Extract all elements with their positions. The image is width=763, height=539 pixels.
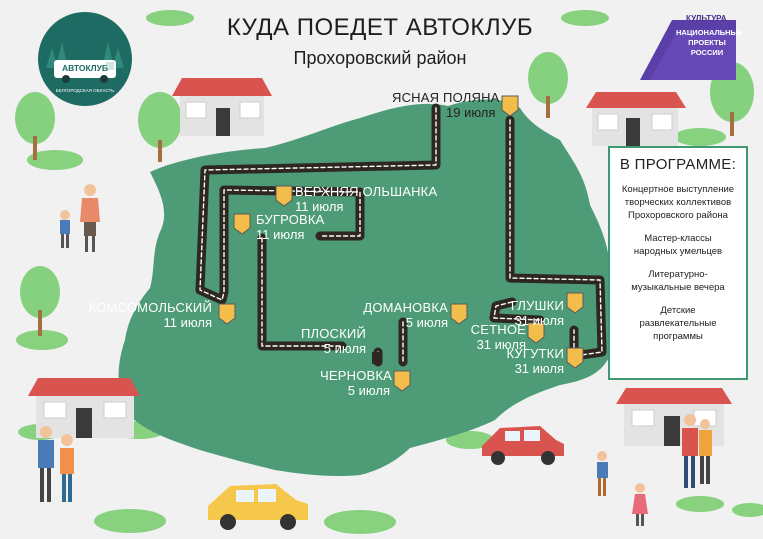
badge-text: КУЛЬТУРА НАЦИОНАЛЬНЫЕ ПРОЕКТЫ РОССИИ (636, 12, 743, 92)
page-title: КУДА ПОЕДЕТ АВТОКЛУБ (226, 14, 534, 41)
place-setnoe[interactable]: СЕТНОЕ 31 июля (470, 322, 526, 352)
map-pin-icon[interactable] (501, 95, 519, 117)
map-pin-icon[interactable] (218, 303, 236, 325)
place-kugutki[interactable]: КУГУТКИ 31 июля (506, 346, 564, 376)
program-item: Концертное выступление творческих коллек… (621, 184, 735, 221)
person-icon (632, 483, 648, 526)
program-heading: В ПРОГРАММЕ: (619, 156, 737, 173)
map-pin-icon[interactable] (275, 185, 293, 207)
badge-line3: РОССИИ (690, 48, 724, 57)
place-chernovka[interactable]: ЧЕРНОВКА 5 июля (320, 368, 393, 398)
house-icon (616, 388, 732, 446)
badge-line1: НАЦИОНАЛЬНЫЕ (676, 28, 743, 37)
map-pin-icon[interactable] (393, 370, 411, 392)
map-pin-icon[interactable] (450, 303, 468, 325)
map-pin-icon[interactable] (566, 292, 584, 314)
page-subtitle: Прохоровский район (293, 48, 467, 68)
house-icon (172, 78, 272, 136)
car-icon (482, 426, 564, 465)
person-icon (682, 414, 698, 488)
map-pin-icon[interactable] (566, 347, 584, 369)
program-item: Детские развлекательные программы (639, 305, 717, 342)
house-icon (28, 378, 140, 438)
place-domanovka[interactable]: ДОМАНОВКА 5 июля (363, 300, 448, 330)
badge-category: КУЛЬТУРА (686, 14, 727, 23)
district-map (118, 99, 617, 477)
place-bugrovka[interactable]: БУГРОВКА 11 июля (256, 212, 325, 242)
place-verkhnyaya-olshanka[interactable]: ВЕРХНЯЯ ОЛЬШАНКА 11 июля (295, 184, 438, 214)
map-pin-icon[interactable] (527, 322, 545, 344)
tree-icon (20, 266, 60, 336)
road-marker (372, 352, 382, 364)
person-icon (597, 451, 608, 496)
autoclub-logo: АВТОКЛУБ БЕЛГОРОДСКАЯ ОБЛАСТЬ (38, 12, 132, 106)
bus-icon (46, 42, 124, 83)
person-icon (60, 434, 74, 502)
house-icon (586, 92, 686, 146)
person-icon (699, 419, 712, 484)
person-icon (80, 184, 100, 252)
program-item: Мастер-классы народных умельцев (633, 233, 723, 257)
program-panel: В ПРОГРАММЕ: Концертное выступление твор… (608, 146, 748, 380)
person-icon (38, 426, 54, 502)
tree-icon (138, 92, 182, 162)
map-pin-icon[interactable] (233, 213, 251, 235)
car-icon (208, 484, 308, 530)
tree-icon (15, 92, 55, 160)
program-item: Литературно-музыкальные вечера (631, 269, 725, 293)
logo-region: БЕЛГОРОДСКАЯ ОБЛАСТЬ (55, 88, 115, 93)
place-komsomolsky[interactable]: КОМСОМОЛЬСКИЙ 11 июля (88, 300, 212, 330)
logo-text: АВТОКЛУБ (61, 63, 109, 73)
place-yasnaya-polyana[interactable]: ЯСНАЯ ПОЛЯНА 19 июля (392, 90, 500, 120)
place-ploskiy[interactable]: ПЛОСКИЙ 5 июля (300, 326, 366, 356)
tree-icon (528, 52, 568, 118)
national-projects-badge (640, 20, 736, 80)
badge-line2: ПРОЕКТЫ (688, 38, 726, 47)
person-icon (60, 210, 70, 248)
place-glushki[interactable]: ГЛУШКИ 31 июля (510, 298, 564, 328)
